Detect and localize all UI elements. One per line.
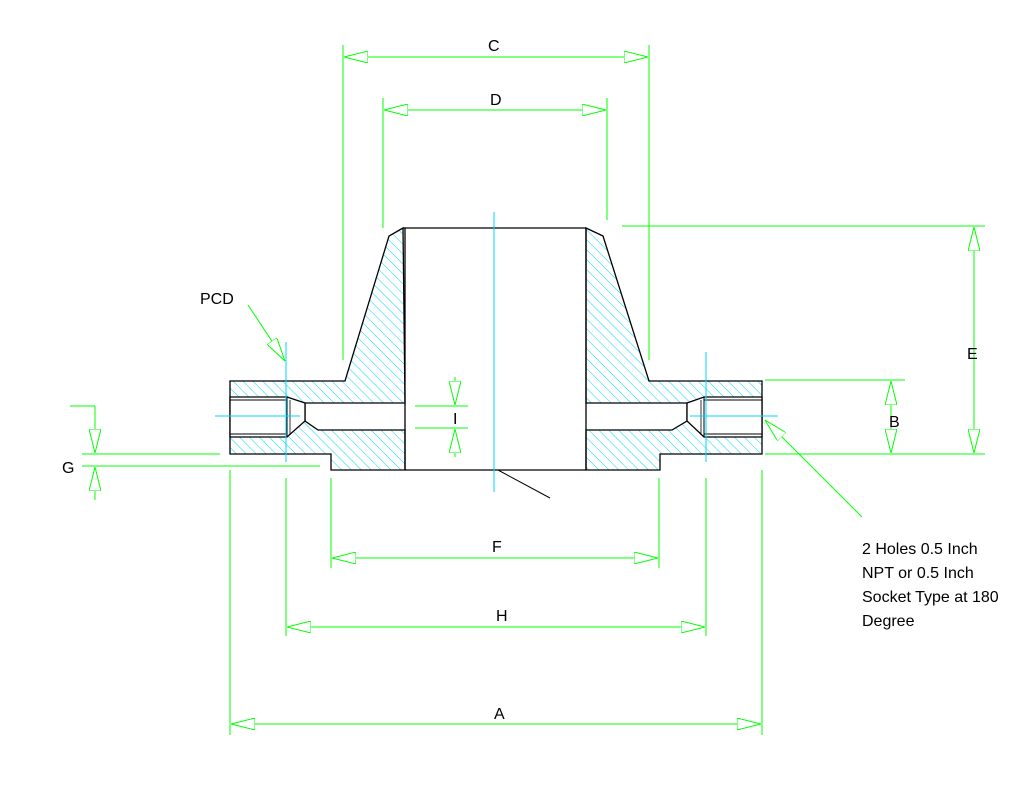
label-d: D [490, 92, 502, 109]
pcd-leader [247, 304, 285, 361]
dimensions [70, 45, 985, 735]
label-f: F [492, 539, 502, 556]
label-a: A [494, 706, 505, 723]
bore-leader [497, 469, 551, 499]
note-line-3: Socket Type at 180 [862, 589, 999, 606]
label-g: G [62, 460, 74, 477]
label-pcd: PCD [200, 291, 234, 308]
label-h: H [496, 608, 508, 625]
labels: C D E B I G F H A PCD 2 Holes 0.5 Inch N… [62, 38, 999, 723]
note-line-2: NPT or 0.5 Inch [862, 565, 974, 582]
flange-section [229, 226, 763, 499]
left-threaded-hole [229, 396, 306, 438]
label-b: B [889, 414, 900, 431]
centerlines [215, 212, 778, 492]
label-c: C [488, 38, 500, 55]
label-i: I [453, 411, 457, 428]
right-threaded-hole [686, 396, 763, 438]
note-line-1: 2 Holes 0.5 Inch [862, 541, 978, 558]
note-leader [765, 420, 863, 518]
label-e: E [967, 346, 978, 363]
note-line-4: Degree [862, 613, 915, 630]
